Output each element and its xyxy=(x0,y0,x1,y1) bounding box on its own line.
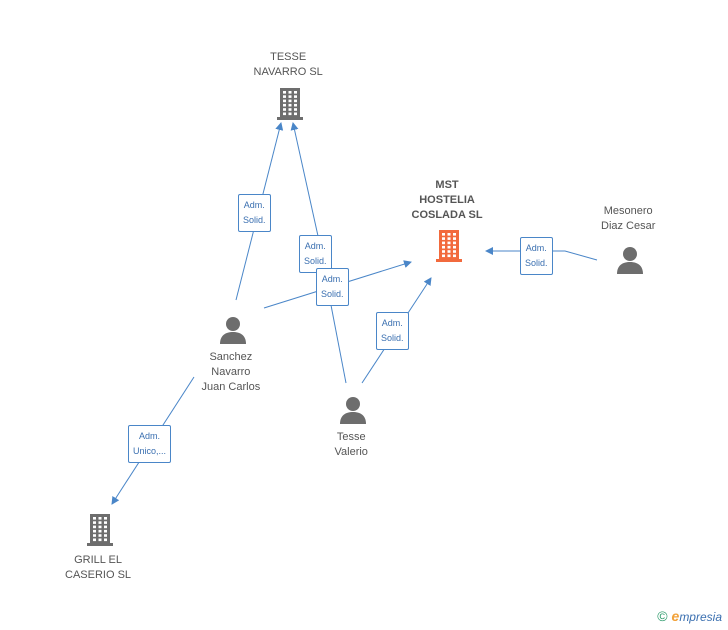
edge-line xyxy=(290,122,319,237)
edge-label-line: Solid. xyxy=(304,256,327,266)
person-icon[interactable] xyxy=(615,245,645,280)
node-label-line: Juan Carlos xyxy=(201,381,261,393)
node-label-line: Mesonero xyxy=(603,205,653,217)
building-icon[interactable] xyxy=(85,513,115,552)
edge-label-tesse-valerio-to-mst-hostelia[interactable]: Adm. Solid. xyxy=(376,312,409,350)
node-label-mst-hostelia[interactable]: MST HOSTELIA COSLADA SL xyxy=(412,178,483,223)
building-icon[interactable] xyxy=(434,229,464,268)
node-label-line: COSLADA SL xyxy=(411,209,483,221)
node-label-grill[interactable]: GRILL EL CASERIO SL xyxy=(65,553,131,583)
node-label-line: Valerio xyxy=(334,446,368,458)
node-label-tesse-navarro[interactable]: TESSE NAVARRO SL xyxy=(254,50,323,80)
edge-label-line: Adm. xyxy=(139,431,161,441)
edge-label-line: Solid. xyxy=(321,289,344,299)
person-icon[interactable] xyxy=(338,395,368,430)
node-label-line: HOSTELIA xyxy=(419,194,475,206)
brand-logo: ©empresia xyxy=(657,608,722,624)
node-label-line: Sanchez xyxy=(209,351,253,363)
edge-label-sanchez-to-mst-hostelia[interactable]: Adm. Solid. xyxy=(316,268,349,306)
edge-label-sanchez-to-grill[interactable]: Adm. Unico,... xyxy=(128,425,172,463)
node-label-line: NAVARRO SL xyxy=(253,66,323,78)
edge-label-line: Adm. xyxy=(381,318,403,328)
person-icon[interactable] xyxy=(218,315,248,350)
edge-label-sanchez-to-tesse-navarro[interactable]: Adm. Solid. xyxy=(238,194,271,232)
node-label-line: Navarro xyxy=(211,366,251,378)
edge-label-line: Solid. xyxy=(525,258,548,268)
edge-label-tesse-valerio-to-tesse-navarro[interactable]: Adm. Solid. xyxy=(299,235,332,273)
node-label-line: Tesse xyxy=(336,431,366,443)
node-label-line: GRILL EL xyxy=(74,554,122,566)
edge-label-mesonero-to-mst-hostelia[interactable]: Adm. Solid. xyxy=(520,237,553,275)
edge-label-line: Adm. xyxy=(304,241,326,251)
node-label-line: MST xyxy=(435,179,459,191)
edge-label-line: Solid. xyxy=(381,333,404,343)
edge-line xyxy=(329,299,347,384)
building-icon[interactable] xyxy=(275,87,305,126)
node-label-line: TESSE xyxy=(270,51,307,63)
edge-label-line: Adm. xyxy=(525,243,547,253)
node-label-line: CASERIO SL xyxy=(65,569,132,581)
edge-label-line: Adm. xyxy=(321,274,343,284)
edge-label-line: Solid. xyxy=(243,215,266,225)
copyright-icon: © xyxy=(657,608,668,624)
edge-label-line: Adm. xyxy=(243,200,265,210)
node-label-line: Diaz Cesar xyxy=(601,220,656,232)
edge-label-line: Unico,... xyxy=(133,446,167,456)
edge-line xyxy=(485,247,598,261)
